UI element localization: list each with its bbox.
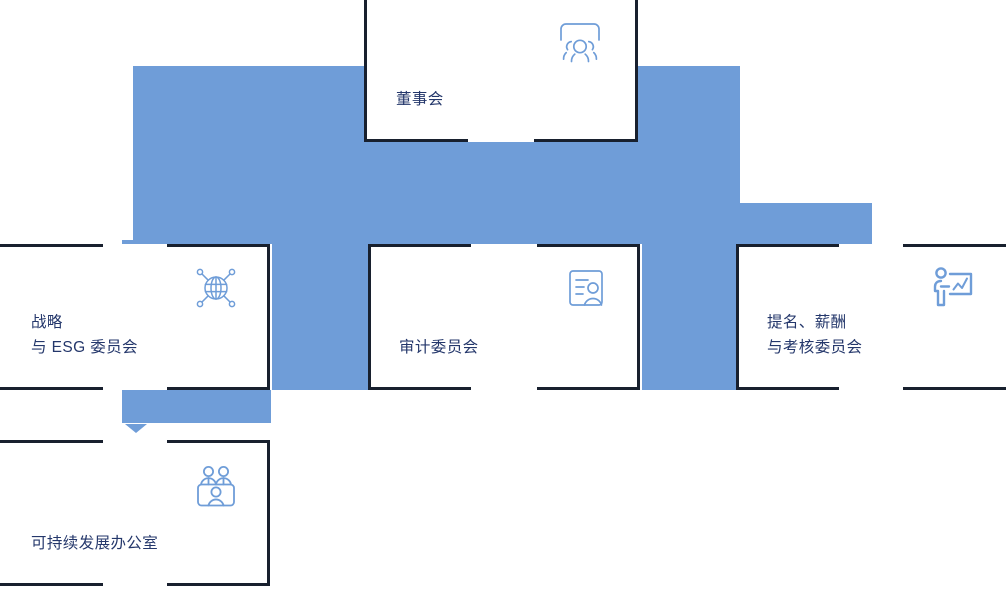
team-board-icon bbox=[190, 462, 242, 514]
node-label-nomination: 提名、薪酬 与考核委员会 bbox=[767, 314, 863, 356]
node-label-board: 董事会 bbox=[396, 91, 444, 108]
globe-network-icon bbox=[190, 262, 242, 314]
connector-nomination-step bbox=[740, 203, 872, 244]
node-card-nomination[interactable]: 提名、薪酬 与考核委员会 bbox=[736, 244, 1006, 390]
node-card-audit[interactable]: 审计委员会 bbox=[368, 244, 640, 390]
node-card-strategy[interactable]: 战略 与 ESG 委员会 bbox=[0, 244, 270, 390]
node-card-board[interactable]: 董事会 bbox=[364, 0, 638, 142]
connector-audit-drop bbox=[642, 244, 740, 390]
document-person-icon bbox=[560, 262, 612, 314]
connector-strategy-drop bbox=[272, 244, 370, 390]
node-label-sustainability: 可持续发展办公室 bbox=[31, 535, 159, 552]
arrow-down-icon bbox=[125, 424, 147, 433]
presenter-chart-icon bbox=[926, 262, 978, 314]
connector-sustainability-stub bbox=[122, 390, 271, 423]
node-card-sustainability[interactable]: 可持续发展办公室 bbox=[0, 440, 270, 586]
group-people-icon bbox=[554, 16, 606, 68]
node-label-audit: 审计委员会 bbox=[399, 339, 479, 356]
node-label-strategy: 战略 与 ESG 委员会 bbox=[31, 314, 138, 356]
